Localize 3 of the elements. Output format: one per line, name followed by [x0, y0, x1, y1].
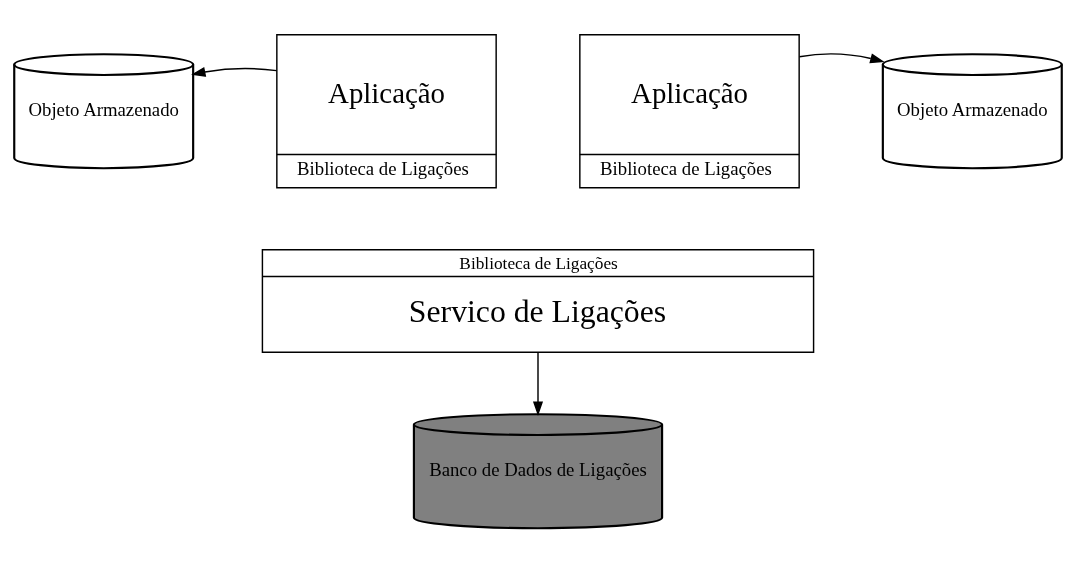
arrow [532, 351, 544, 416]
arrow [191, 66, 278, 77]
arrow [798, 52, 885, 63]
